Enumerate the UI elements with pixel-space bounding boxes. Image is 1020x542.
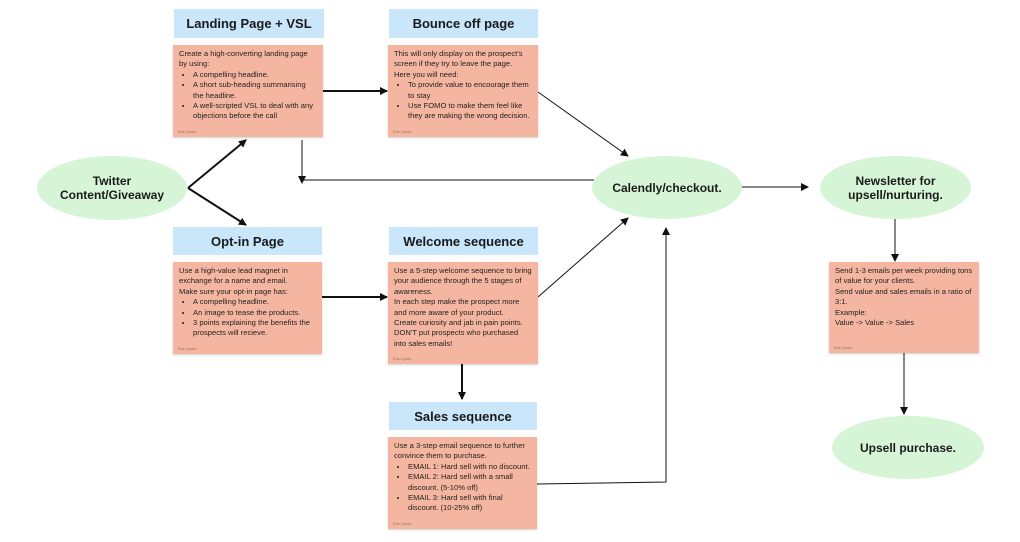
newsletter-label-line2: upsell/nurturing. (848, 187, 943, 202)
arrowhead-calendly-to-landing (298, 176, 306, 184)
bounce-bullets: To provide value to encourage them to st… (394, 80, 532, 122)
node-twitter: Twitter Content/Giveaway (37, 156, 187, 220)
newsletter-line: Example: (835, 307, 867, 317)
optin-bullets: A compelling headline. An image to tease… (179, 297, 316, 339)
optin-note: Use a high-value lead magnet in exchange… (173, 262, 322, 354)
optin-bullet: 3 points explaining the benefits the pro… (193, 318, 316, 339)
newsletter-author: Eric Lynch (834, 345, 853, 350)
landing-bullet: A well-scripted VSL to deal with any obj… (193, 101, 317, 122)
optin-bullet: An image to tease the products. (193, 308, 316, 318)
bounce-note: This will only display on the prospect's… (388, 45, 538, 137)
sales-bullet: EMAIL 1: Hard sell with no discount. (408, 462, 531, 472)
newsletter-label-line1: Newsletter for (855, 173, 936, 188)
newsletter-line: Send value and sales emails in a ratio o… (835, 286, 972, 307)
optin-intro2: Make sure your opt-in page has: (179, 286, 288, 296)
sales-author: Eric Lynch (393, 521, 412, 526)
sales-bullet: EMAIL 2: Hard sell with a small discount… (408, 472, 531, 493)
landing-note: Create a high-converting landing page by… (173, 45, 323, 137)
sales-intro: Use a 3-step email sequence to further c… (394, 441, 525, 461)
bounce-intro2: Here you will need: (394, 69, 459, 79)
twitter-label-line1: Twitter (92, 174, 132, 188)
arrow-twitter-to-landing (187, 139, 247, 189)
landing-title: Landing Page + VSL (174, 9, 324, 38)
bounce-title: Bounce off page (389, 9, 538, 38)
newsletter-line: Send 1-3 emails per week providing tons … (835, 266, 973, 286)
arrow-sales-to-calendly (536, 227, 670, 485)
optin-author: Eric Lynch (178, 346, 197, 351)
landing-author: Eric Lynch (178, 129, 197, 134)
node-calendly: Calendly/checkout. (592, 156, 742, 219)
welcome-line: In each step make the prospect more and … (394, 297, 520, 317)
optin-bullet: A compelling headline. (193, 297, 316, 307)
bounce-intro: This will only display on the prospect's… (394, 49, 523, 69)
sales-bullet: EMAIL 3: Hard sell with final discount. … (408, 493, 531, 514)
arrow-bounce-to-calendly (537, 91, 629, 157)
newsletter-note: Send 1-3 emails per week providing tons … (829, 262, 979, 353)
node-upsell: Upsell purchase. (832, 416, 984, 479)
welcome-line: DON'T put prospects who purchased into s… (394, 328, 519, 348)
welcome-title: Welcome sequence (389, 227, 538, 255)
welcome-line: Create curiosity and jab in pain points. (394, 318, 523, 328)
landing-bullets: A compelling headline. A short sub-headi… (179, 70, 317, 122)
welcome-author: Eric Lynch (393, 356, 412, 361)
sales-note: Use a 3-step email sequence to further c… (388, 437, 537, 529)
node-newsletter: Newsletter for upsell/nurturing. (820, 156, 971, 219)
landing-bullet: A compelling headline. (193, 70, 317, 80)
arrow-welcome-to-calendly (537, 217, 629, 298)
arrow-calendly-to-landing (301, 140, 594, 181)
bounce-bullet: Use FOMO to make them feel like they are… (408, 101, 532, 122)
landing-intro: Create a high-converting landing page by… (179, 49, 308, 69)
upsell-label: Upsell purchase. (859, 440, 957, 455)
calendly-label: Calendly/checkout. (612, 180, 722, 195)
optin-title: Opt-in Page (173, 227, 322, 255)
sales-title: Sales sequence (389, 402, 537, 430)
welcome-line: Use a 5-step welcome sequence to bring y… (394, 266, 532, 296)
newsletter-line: Value -> Value -> Sales (835, 318, 915, 328)
arrow-twitter-to-optin (187, 187, 247, 226)
bounce-bullet: To provide value to encourage them to st… (408, 80, 532, 101)
optin-intro: Use a high-value lead magnet in exchange… (179, 266, 288, 286)
twitter-label-line2: Content/Giveaway (59, 188, 165, 202)
landing-bullet: A short sub-heading summarising the head… (193, 80, 317, 101)
welcome-note: Use a 5-step welcome sequence to bring y… (388, 262, 538, 364)
bounce-author: Eric Lynch (393, 129, 412, 134)
sales-bullets: EMAIL 1: Hard sell with no discount. EMA… (394, 462, 531, 514)
